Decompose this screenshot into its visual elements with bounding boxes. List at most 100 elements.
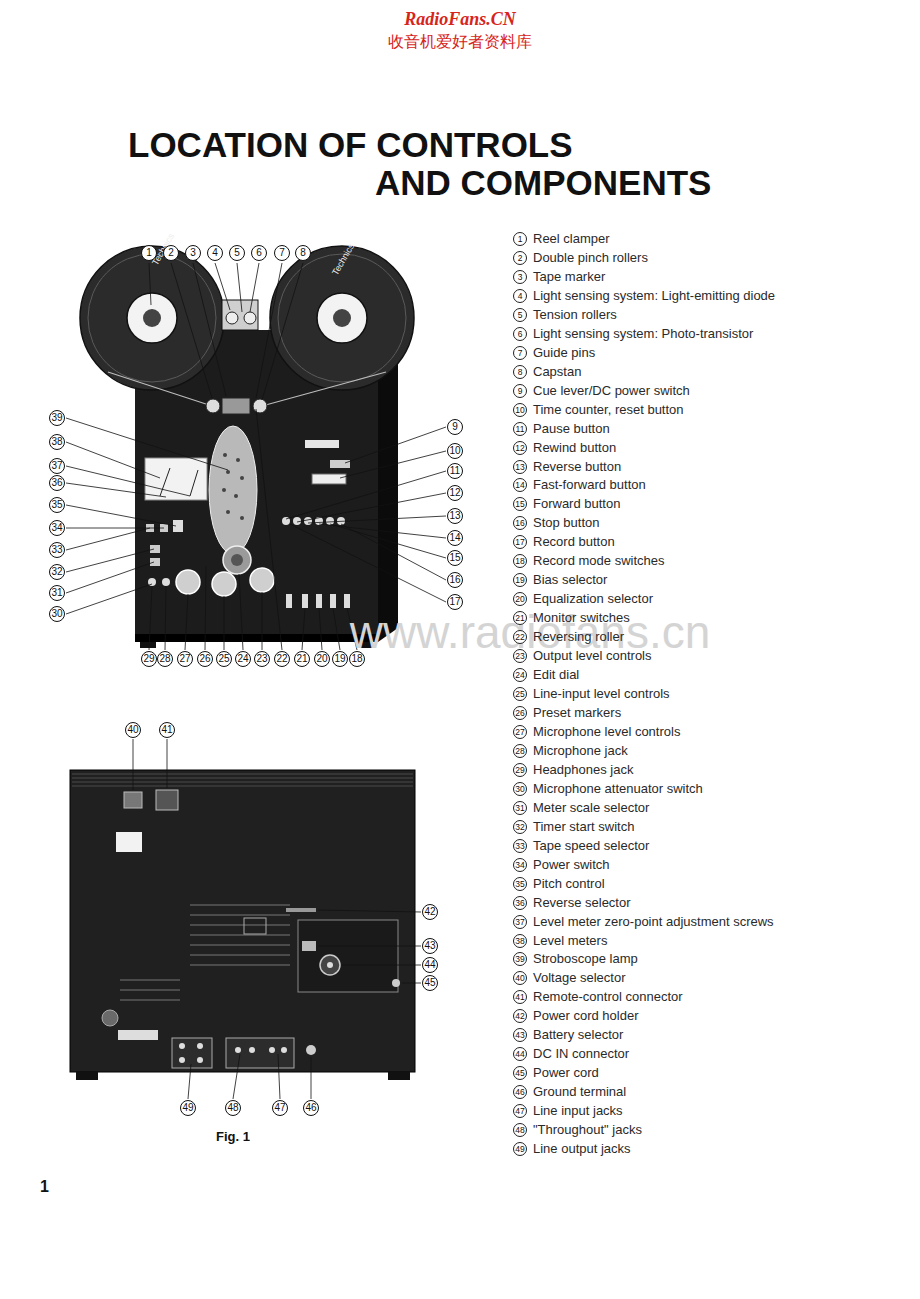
callout-number: 43	[513, 1028, 527, 1042]
part-name: "Throughout" jacks	[533, 1121, 642, 1139]
part-name: Microphone jack	[533, 742, 628, 760]
callout-number: 4	[207, 245, 223, 261]
callout-number: 26	[197, 651, 213, 667]
callout-number: 24	[513, 668, 527, 682]
watermark: 收音机爱好者资料库	[330, 32, 590, 52]
callout-number: 31	[513, 801, 527, 815]
callout-number: 9	[447, 419, 463, 435]
callout-number: 29	[141, 651, 157, 667]
callout-number: 38	[49, 434, 65, 450]
callout-number: 43	[422, 938, 438, 954]
callout-number: 49	[513, 1142, 527, 1156]
callout-number: 25	[216, 651, 232, 667]
part-name: Time counter, reset button	[533, 401, 684, 419]
callout-number: 1	[513, 232, 527, 246]
callout-number: 49	[180, 1100, 196, 1116]
callout-number: 10	[447, 443, 463, 459]
part-name: Level meters	[533, 932, 607, 950]
callout-number: 39	[49, 410, 65, 426]
part-name: Microphone level controls	[533, 723, 680, 741]
part-name: Power cord	[533, 1064, 599, 1082]
callout-number: 23	[513, 649, 527, 663]
callout-number: 7	[513, 346, 527, 360]
part-name: Line input jacks	[533, 1102, 623, 1120]
part-name: Remote-control connector	[533, 988, 683, 1006]
part-name: Reversing roller	[533, 628, 624, 646]
callout-number: 22	[274, 651, 290, 667]
callout-number: 15	[447, 550, 463, 566]
part-name: Timer start switch	[533, 818, 634, 836]
callout-number: 32	[49, 564, 65, 580]
title-spacer	[618, 126, 748, 164]
callout-number: 6	[513, 327, 527, 341]
callout-number: 20	[314, 651, 330, 667]
callout-number: 40	[125, 722, 141, 738]
part-name: Light sensing system: Photo-transistor	[533, 325, 753, 343]
part-name: Pause button	[533, 420, 610, 438]
part-name: Rewind button	[533, 439, 616, 457]
callout-number: 10	[513, 403, 527, 417]
callout-number: 25	[513, 687, 527, 701]
callout-number: 21	[294, 651, 310, 667]
callout-number: 3	[513, 270, 527, 284]
part-name: Preset markers	[533, 704, 621, 722]
callout-number: 14	[513, 478, 527, 492]
part-name: Record button	[533, 533, 615, 551]
callout-number: 24	[235, 651, 251, 667]
part-name: Battery selector	[533, 1026, 623, 1044]
callout-number: 36	[49, 475, 65, 491]
part-name: Line-input level controls	[533, 685, 670, 703]
callout-number: 44	[422, 957, 438, 973]
callout-number: 11	[513, 422, 527, 436]
callout-number: 8	[513, 365, 527, 379]
callout-number: 2	[513, 251, 527, 265]
part-name: Headphones jack	[533, 761, 633, 779]
callout-number: 13	[447, 508, 463, 524]
part-name: Monitor switches	[533, 609, 630, 627]
callout-number: 16	[513, 516, 527, 530]
callout-number: 46	[303, 1100, 319, 1116]
part-name: Reverse button	[533, 458, 621, 476]
part-name: Power cord holder	[533, 1007, 639, 1025]
callout-number: 16	[447, 572, 463, 588]
part-name: Bias selector	[533, 571, 607, 589]
part-name: Reel clamper	[533, 230, 610, 248]
callout-number: 18	[513, 554, 527, 568]
callout-number: 18	[349, 651, 365, 667]
callout-number: 37	[49, 458, 65, 474]
callout-number: 36	[513, 896, 527, 910]
callout-number: 34	[513, 858, 527, 872]
callout-number: 3	[185, 245, 201, 261]
callout-number: 34	[49, 520, 65, 536]
callout-number: 47	[272, 1100, 288, 1116]
callout-number: 26	[513, 706, 527, 720]
callout-number: 5	[229, 245, 245, 261]
callout-number: 15	[513, 497, 527, 511]
callout-number: 39	[513, 952, 527, 966]
part-name: Forward button	[533, 495, 620, 513]
part-name: Ground terminal	[533, 1083, 626, 1101]
callout-number: 35	[49, 497, 65, 513]
part-name: Voltage selector	[533, 969, 626, 987]
callout-number: 46	[513, 1085, 527, 1099]
callout-number: 9	[513, 384, 527, 398]
callout-number: 42	[513, 1009, 527, 1023]
callout-number: 33	[513, 839, 527, 853]
callout-number: 8	[295, 245, 311, 261]
callout-number: 32	[513, 820, 527, 834]
callout-number: 33	[49, 542, 65, 558]
part-name: Capstan	[533, 363, 581, 381]
watermark: RadioFans.CN	[330, 8, 590, 30]
part-name: Line output jacks	[533, 1140, 631, 1158]
callout-number: 19	[332, 651, 348, 667]
part-name: Fast-forward button	[533, 476, 646, 494]
part-name: Equalization selector	[533, 590, 653, 608]
part-name: Light sensing system: Light-emitting dio…	[533, 287, 775, 305]
part-name: Pitch control	[533, 875, 605, 893]
callout-number: 30	[513, 782, 527, 796]
part-name: Level meter zero-point adjustment screws	[533, 913, 774, 931]
callout-number: 45	[513, 1066, 527, 1080]
title-block: LOCATION OF CONTROLS AND COMPONENTS	[128, 126, 748, 202]
part-name: Tape speed selector	[533, 837, 649, 855]
